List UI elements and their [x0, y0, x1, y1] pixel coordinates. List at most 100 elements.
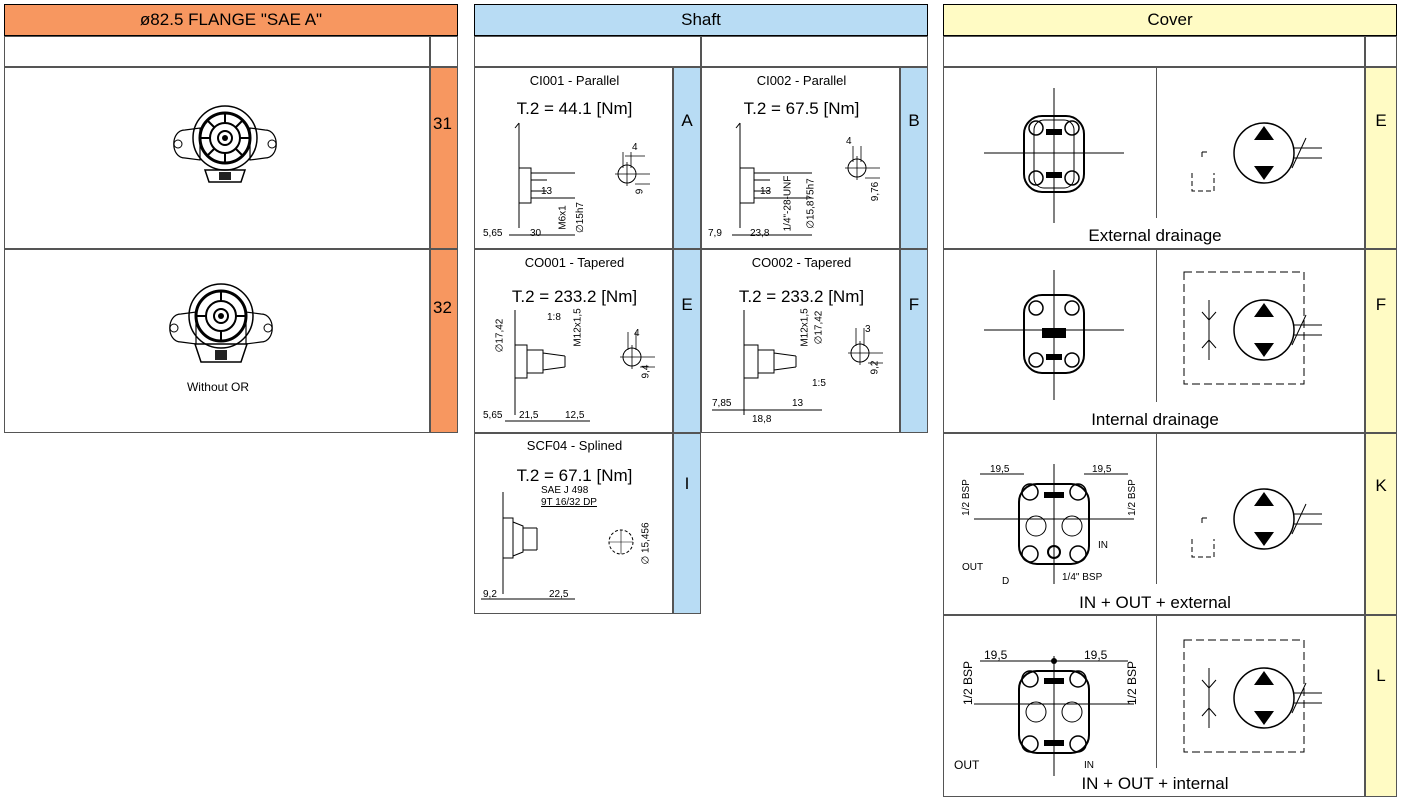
shaft-drawing — [505, 310, 655, 422]
dim-label: 9,2 — [869, 360, 881, 375]
shaft-subheader — [701, 36, 928, 67]
shaft-code-b: B — [900, 67, 928, 249]
dim-label: 13 — [792, 398, 804, 409]
cover-cell-external: External drainage — [943, 67, 1365, 249]
dim-label: 1/2 BSP — [1126, 479, 1138, 516]
shaft-cell-ci002: CI002 - Parallel T.2 = 67.5 [Nm] 4 9,76 … — [701, 67, 900, 249]
dim-label: D — [1002, 576, 1010, 587]
cover-caption: IN + OUT + external — [1079, 593, 1231, 612]
cover-header: Cover — [943, 4, 1397, 36]
cover-drawing — [984, 88, 1322, 223]
shaft-torque: T.2 = 233.2 [Nm] — [511, 287, 638, 306]
dim-label: 13 — [760, 186, 772, 197]
shaft-drawing — [732, 122, 880, 236]
cover-caption: Internal drainage — [1091, 410, 1219, 429]
cover-divider — [1156, 68, 1157, 218]
dim-label: 22,5 — [549, 589, 569, 600]
dim-label: 1/2 BSP — [1125, 660, 1140, 706]
shaft-cell-ci001: CI001 - Parallel T.2 = 44.1 [Nm] 4 9 13 … — [474, 67, 673, 249]
flange-code-32: 32 — [430, 249, 458, 433]
dim-label: 19,5 — [990, 464, 1010, 475]
dim-label: 4 — [846, 136, 852, 147]
cover-drawing — [974, 639, 1322, 776]
dim-label: 9,2 — [483, 589, 497, 600]
shaft-title: CI001 - Parallel — [529, 73, 620, 88]
dim-label: 18,8 — [752, 414, 772, 425]
dim-label: 19,5 — [984, 648, 1008, 662]
dim-label: M12x1,5 — [799, 308, 811, 347]
cover-caption: External drainage — [1088, 226, 1222, 245]
cover-drawing — [974, 464, 1322, 584]
dim-label: 19,5 — [1084, 648, 1108, 662]
dim-label: 1/2 BSP — [960, 479, 972, 516]
flange-code-31: 31 — [430, 67, 458, 249]
cover-cell-in-out-internal: 19,5 19,5 1/2 BSP 1/2 BSP IN OUT IN + OU… — [943, 615, 1365, 797]
shaft-cell-scf04: SCF04 - Splined T.2 = 67.1 [Nm] SAE J 49… — [474, 433, 673, 614]
shaft-cell-co002: CO002 - Tapered T.2 = 233.2 [Nm] M12x1,5… — [701, 249, 900, 433]
dim-label: ∅15h7 — [574, 202, 586, 233]
dim-label: 30 — [530, 228, 542, 239]
dim-label: 19,5 — [1092, 464, 1112, 475]
dim-label: OUT — [962, 562, 984, 573]
dim-label: 9T 16/32 DP — [541, 497, 597, 508]
dim-label: 1/2 BSP — [961, 660, 976, 706]
flange-header: ø82.5 FLANGE "SAE A" — [4, 4, 458, 36]
dim-label: 4 — [632, 142, 638, 153]
dim-label: 13 — [541, 186, 553, 197]
dim-label: OUT — [954, 758, 980, 772]
cover-code-k: K — [1365, 433, 1397, 615]
shaft-torque: T.2 = 44.1 [Nm] — [516, 99, 633, 118]
flange-pump-drawing — [173, 105, 277, 183]
dim-label: ∅17,42 — [813, 310, 825, 345]
cover-code-e: E — [1365, 67, 1397, 249]
dim-label: 7,9 — [708, 228, 722, 239]
shaft-torque: T.2 = 67.5 [Nm] — [743, 99, 860, 118]
shaft-header: Shaft — [474, 4, 928, 36]
shaft-title: CO002 - Tapered — [751, 255, 852, 270]
dim-label: 12,5 — [565, 410, 585, 421]
dim-label: 9 — [634, 188, 646, 195]
dim-label: SAE J 498 — [541, 485, 589, 496]
shaft-code-i: I — [673, 433, 701, 614]
cover-subheader-code — [1365, 36, 1397, 67]
dim-label: 23,8 — [750, 228, 770, 239]
dim-label: 7,85 — [712, 398, 732, 409]
flange-row: Without OR — [4, 249, 430, 433]
dim-label: M12x1,5 — [572, 308, 584, 347]
dim-label: 1:8 — [547, 312, 561, 323]
shaft-code-f: F — [900, 249, 928, 433]
cover-code-l: L — [1365, 615, 1397, 797]
dim-label: 21,5 — [519, 410, 539, 421]
dim-label: 1/4"-28-UNF — [782, 175, 794, 232]
flange-subheader — [4, 36, 430, 67]
dim-label: 3 — [865, 324, 871, 335]
flange-row — [4, 67, 430, 249]
dim-label: ∅ 15,456 — [640, 522, 652, 565]
dim-label: 1/4" BSP — [1062, 572, 1103, 583]
shaft-drawing — [509, 122, 650, 236]
dim-label: ∅17,42 — [494, 318, 506, 353]
cover-divider — [1156, 250, 1157, 402]
cover-divider — [1156, 616, 1157, 768]
dim-label: 5,65 — [483, 410, 503, 421]
dim-label: M6x1 — [557, 205, 569, 230]
shaft-subheader — [474, 36, 701, 67]
shaft-drawing — [481, 492, 634, 600]
shaft-code-a: A — [673, 67, 701, 249]
shaft-title: SCF04 - Splined — [526, 438, 623, 453]
shaft-drawing — [712, 310, 883, 415]
flange-pump-drawing — [169, 283, 273, 363]
cover-cell-in-out-external: 19,5 19,5 1/2 BSP 1/2 BSP IN OUT D 1/4" … — [943, 433, 1365, 615]
cover-divider — [1156, 434, 1157, 584]
dim-label: 9,76 — [870, 181, 882, 202]
shaft-torque: T.2 = 233.2 [Nm] — [738, 287, 865, 306]
shaft-cell-co001: CO001 - Tapered T.2 = 233.2 [Nm] ∅17,42 … — [474, 249, 673, 433]
dim-label: 9,4 — [640, 364, 652, 379]
cover-caption: IN + OUT + internal — [1081, 774, 1229, 793]
dim-label: 4 — [634, 328, 640, 339]
dim-label: IN — [1098, 540, 1108, 551]
shaft-torque: T.2 = 67.1 [Nm] — [516, 466, 633, 485]
cover-code-f: F — [1365, 249, 1397, 433]
dim-label: 5,65 — [483, 228, 503, 239]
shaft-title: CI002 - Parallel — [756, 73, 847, 88]
